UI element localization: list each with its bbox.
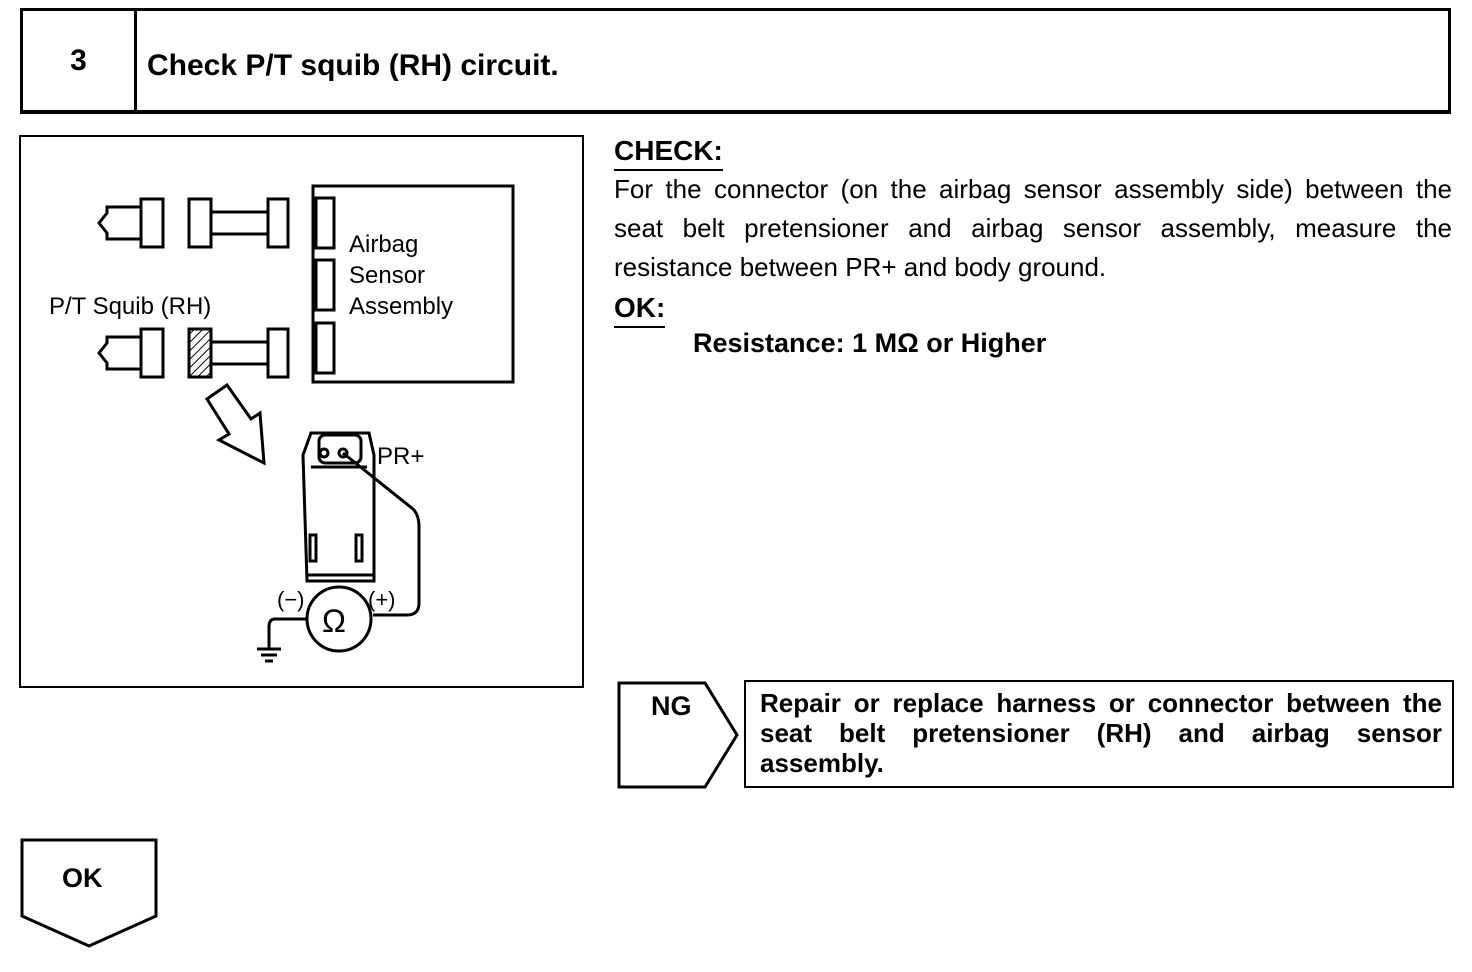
airbag-sensor-assembly	[311, 184, 515, 384]
step-number: 3	[23, 11, 137, 110]
sensor-label-line2: Sensor	[349, 262, 426, 289]
connector-diagram-drawing	[97, 184, 515, 663]
ok-branch-arrow-icon	[20, 838, 158, 948]
terminal-label-pr-plus: PR+	[377, 443, 425, 470]
pointer-arrow-icon	[204, 382, 266, 466]
squib-label: P/T Squib (RH)	[49, 293, 212, 320]
ok-heading: OK:	[614, 292, 666, 328]
sensor-label-line3: Assembly	[349, 293, 454, 320]
step-header: 3 Check P/T squib (RH) circuit.	[20, 8, 1451, 114]
sensor-label-line1: Airbag	[349, 231, 419, 258]
step-title: Check P/T squib (RH) circuit.	[147, 49, 559, 82]
probe-lead-negative	[267, 617, 307, 649]
probe-lead-positive	[342, 451, 421, 617]
check-heading: CHECK:	[614, 135, 723, 171]
ng-action-text: Repair or replace harness or connector b…	[760, 688, 1442, 778]
lower-plug-icon	[97, 335, 141, 371]
ng-branch-arrow-icon	[617, 681, 739, 789]
ng-label: NG	[651, 691, 692, 721]
ok-branch-label: OK	[62, 863, 103, 893]
wiring-diagram: Airbag Sensor Assembly P/T Squib (RH) PR…	[19, 135, 584, 688]
upper-plug-icon	[97, 205, 141, 241]
ng-action-box: Repair or replace harness or connector b…	[744, 680, 1454, 788]
check-instructions: For the connector (on the airbag sensor …	[614, 174, 1452, 282]
plus-label: (+)	[368, 587, 396, 612]
ok-criteria: Resistance: 1 MΩ or Higher	[693, 328, 1047, 358]
ohm-symbol: Ω	[322, 603, 346, 639]
squib-connector-hatched	[187, 327, 213, 379]
minus-label: (−)	[277, 587, 305, 612]
